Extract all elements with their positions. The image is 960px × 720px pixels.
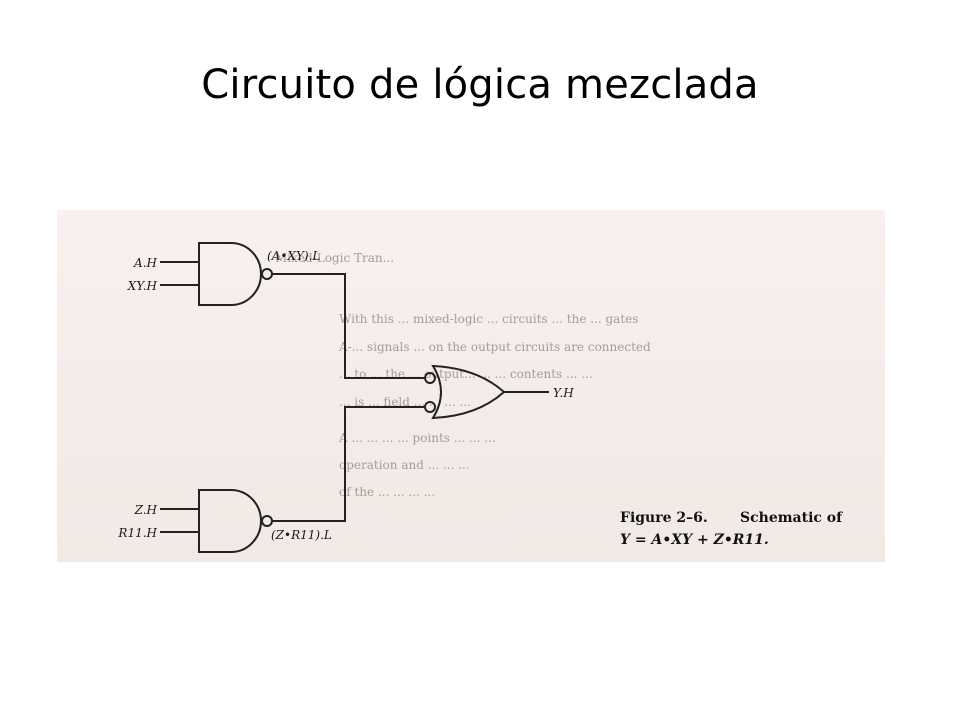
output-label: Y.H bbox=[553, 386, 574, 400]
page-fragment: of the ... ... ... ... bbox=[339, 485, 435, 499]
page-fragment: With this ... mixed-logic ... circuits .… bbox=[339, 312, 638, 326]
nand-gate-top bbox=[198, 242, 273, 306]
wire-top-to-or bbox=[272, 273, 424, 379]
circuit-diagram: Mixed-Logic Tran... With this ... mixed-… bbox=[117, 242, 843, 553]
signal-label-top: (A•XY).L bbox=[267, 249, 320, 263]
page-fragment: A ... ... ... ... points ... ... ... bbox=[338, 431, 496, 445]
caption-figure-number: Figure 2–6. bbox=[620, 510, 708, 526]
page-fragment: A-... signals ... on the output circuits… bbox=[338, 340, 651, 354]
scanned-figure: Mixed-Logic Tran... With this ... mixed-… bbox=[57, 210, 885, 562]
or-gate bbox=[424, 364, 506, 420]
wire-bottom-to-or bbox=[272, 406, 424, 522]
page-fragment: operation and ... ... ... bbox=[339, 458, 470, 472]
input-label-a: A.H bbox=[133, 256, 157, 270]
figure-caption: Figure 2–6. Schematic of Y = A•XY + Z•R1… bbox=[620, 510, 843, 548]
bleed-through-text: Mixed-Logic Tran... With this ... mixed-… bbox=[275, 251, 651, 499]
page-fragment: Mixed-Logic Tran... bbox=[275, 251, 394, 265]
caption-equation: Y = A•XY + Z•R11. bbox=[620, 532, 769, 548]
caption-text: Schematic of bbox=[740, 510, 843, 526]
nand-gate-bottom bbox=[198, 489, 273, 553]
input-label-r11: R11.H bbox=[117, 526, 157, 540]
slide-title: Circuito de lógica mezclada bbox=[201, 62, 759, 108]
signal-label-bottom: (Z•R11).L bbox=[271, 528, 332, 542]
input-label-z: Z.H bbox=[134, 503, 158, 517]
input-label-xy: XY.H bbox=[127, 279, 158, 293]
